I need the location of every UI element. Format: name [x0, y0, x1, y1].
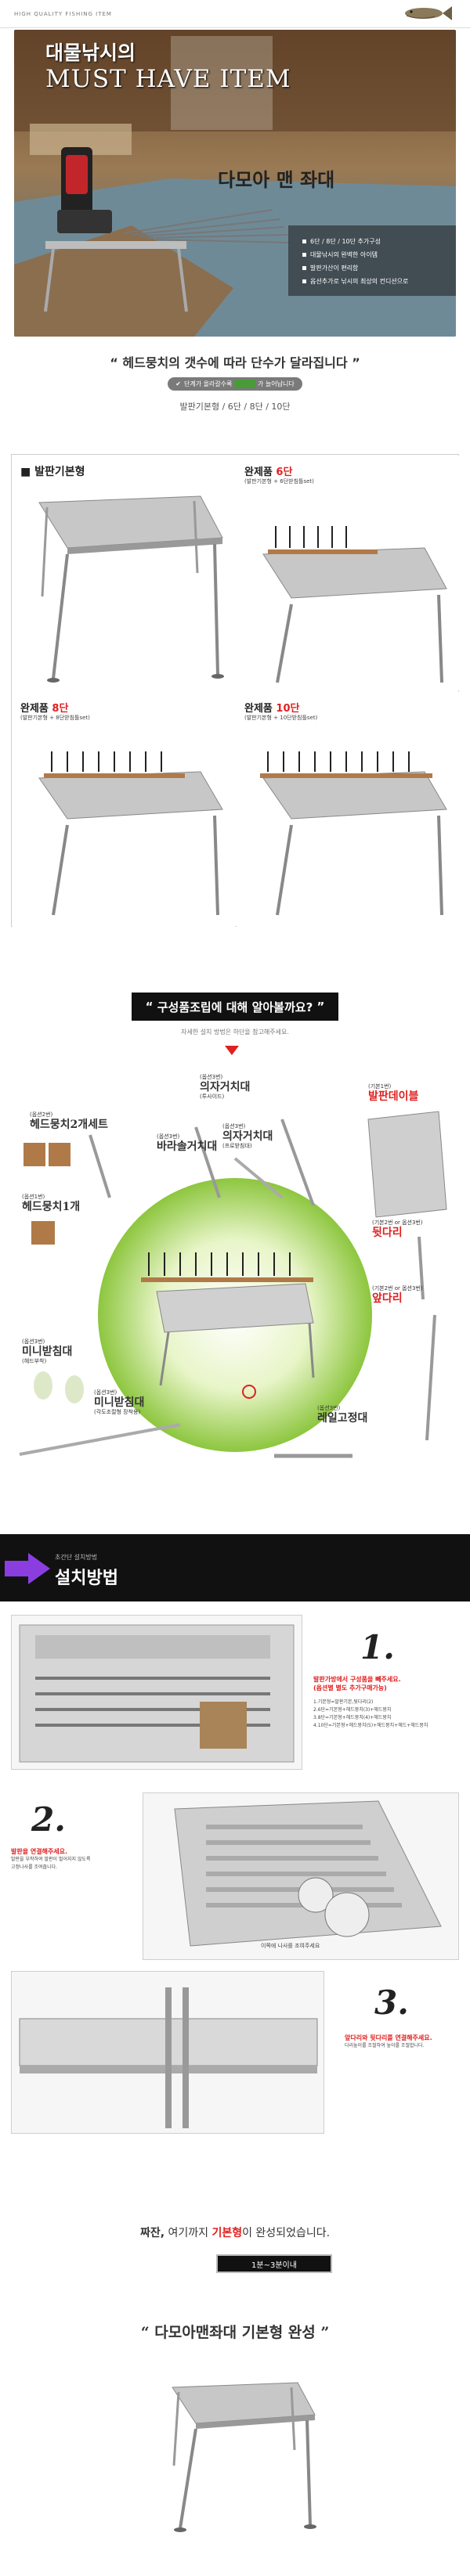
step1-number: 1. — [360, 1628, 395, 1666]
component-fixer: (옵션3번)레일고정대 — [317, 1405, 368, 1425]
config-note: (발판기본형 + 8단받침틀set) — [20, 715, 90, 721]
component-leg2: (기본2번 or 옵션3번)앞다리 — [372, 1285, 423, 1305]
hero-feature: 발판가산이 편리함 — [302, 261, 408, 275]
config-card-basic: ■ 발판기본형 — [13, 456, 235, 690]
components-banner: “ 구성품조립에 대해 알아볼까요? ” — [132, 993, 338, 1021]
leg-connect-image — [19, 1987, 318, 2128]
fish-logo-icon — [405, 6, 452, 20]
table-8-image — [38, 751, 223, 916]
board-connect-image — [174, 1800, 442, 1947]
step2-image: 이쪽에 나사를 조여주세요 — [143, 1792, 459, 1960]
tag-highlight — [234, 380, 255, 388]
final-quote: “ 다모아맨좌대 기본형 완성 ” — [140, 2324, 330, 2341]
bullet-icon: ■ — [20, 466, 35, 478]
component-chair: (옵션3번)의자거치대(투사이드) — [200, 1074, 251, 1100]
step1-image — [11, 1615, 302, 1770]
hero-line-1: 대물낚시의 — [45, 41, 136, 64]
final-table-image — [172, 2382, 316, 2532]
components-sub: 자세한 설치 방법은 하단을 참고해주세요. — [181, 1029, 289, 1036]
check-icon: ✔ — [175, 380, 181, 387]
arrow-down-icon — [225, 1046, 239, 1055]
bullet-icon — [302, 266, 306, 270]
component-head1: (옵션1번)헤드뭉치1개 — [22, 1194, 81, 1213]
table-basic-image — [38, 495, 224, 683]
config-card-10: 완제품 10단 (발판기본형 + 10단받침틀set) — [237, 692, 459, 927]
bullet-icon — [302, 279, 306, 283]
quote-open: “ — [110, 355, 123, 370]
hero-feature: 옵션추가로 낚시의 최상의 컨디션으로 — [302, 275, 408, 288]
howto-title: 설치방법 — [55, 1569, 118, 1588]
component-mini2: (옵션3번)미니받침대(각도조절형 장착용) — [94, 1389, 145, 1415]
config-card-8: 완제품 8단 (발판기본형 + 8단받침틀set) — [13, 692, 235, 927]
config-note: (발판기본형 + 6단받침틀set) — [244, 478, 314, 485]
components-diagram: (옵션2번)헤드뭉치2개세트 (옵션1번)헤드뭉치1개 (옵션3번)바라솔거치대… — [0, 1057, 470, 1495]
step2-caption: 이쪽에 나사를 조여주세요 — [261, 1943, 320, 1949]
final-line: 짜잔, 여기까지 기본형이 완성되었습니다. — [139, 2227, 331, 2239]
config-card-6: 완제품 6단 (발판기본형 + 6단받침틀set) — [237, 456, 459, 690]
step3-text: 앞다리와 뒷다리를 연결해주세요. 다리높이를 조절하여 높이를 조절합니다. — [345, 2034, 432, 2048]
table-10-image — [260, 751, 447, 916]
tier-list: 발판기본형 / 6단 / 8단 / 10단 — [179, 402, 291, 412]
quote-close: ” — [347, 355, 360, 370]
component-leg1: (기본2번 or 옵션3번)뒷다리 — [372, 1220, 423, 1239]
hero-product-name: 다모아 맨 좌대 — [218, 169, 335, 191]
config-title: 완제품 10단 — [244, 703, 300, 715]
components-illustration — [19, 1111, 447, 1458]
step3-image — [11, 1971, 324, 2134]
config-title: 완제품 6단 — [244, 467, 293, 478]
hero-photo — [14, 30, 456, 337]
hero-feature-list: 6단 / 8단 / 10단 추가구성 대물낚시의 완벽한 아이템 발판가산이 편… — [302, 235, 408, 288]
step2-number: 2. — [31, 1800, 66, 1839]
component-head2: (옵션2번)헤드뭉치2개세트 — [30, 1111, 108, 1131]
top-bar — [0, 0, 470, 28]
table-6-image — [262, 526, 447, 683]
config-title: ■ 발판기본형 — [20, 466, 85, 478]
tag-pill: ✔ 단계가 올라갈수록 가 늘어납니다 — [168, 377, 302, 391]
config-title: 완제품 8단 — [20, 703, 69, 715]
howto-banner — [0, 1534, 470, 1601]
brand-text: HIGH QUALITY FISHING ITEM — [14, 11, 112, 17]
intro-headline: “ 헤드뭉치의 갯수에 따라 단수가 달라집니다 ” — [110, 355, 360, 370]
component-board: (기본1번)발판데이블 — [368, 1083, 419, 1103]
bag-image — [19, 1624, 295, 1763]
hero-banner: 대물낚시의 MUST HAVE ITEM 다모아 맨 좌대 6단 / 8단 / … — [14, 30, 456, 337]
arrow-right-icon — [5, 1553, 50, 1584]
component-mini1: (옵션3번)미니받침대(헤드부착) — [22, 1338, 73, 1364]
hero-feature: 대물낚시의 완벽한 아이템 — [302, 248, 408, 261]
step3-number: 3. — [374, 1983, 409, 2022]
step2-text: 발판을 연결해주세요. 발판을 부착하여 발판이 벌어지지 않도록 고정나사를 … — [11, 1848, 91, 1870]
hero-feature: 6단 / 8단 / 10단 추가구성 — [302, 235, 408, 248]
hero-line-2: MUST HAVE ITEM — [45, 65, 291, 93]
config-note: (발판기본형 + 10단받침틀set) — [244, 715, 318, 721]
config-grid: ■ 발판기본형 완제품 6단 (발판기본형 + 6단받침틀set) — [11, 454, 459, 927]
bullet-icon — [302, 253, 306, 257]
final-time-button: 1분~3분이내 — [216, 2254, 332, 2273]
step1-text: 발판가방에서 구성품을 빼주세요. (옵션별 별도 추가구매가능) 1.기본형=… — [313, 1676, 428, 1728]
bullet-icon — [302, 240, 306, 243]
intro-tag: ✔ 단계가 올라갈수록 가 늘어납니다 — [0, 377, 470, 391]
component-support: (옵션3번)바라솔거치대 — [157, 1133, 218, 1153]
component-chair2: (옵션3번)의자거치대(프로받침대) — [222, 1123, 273, 1149]
howto-small: 초간단 설치방법 — [55, 1554, 98, 1561]
